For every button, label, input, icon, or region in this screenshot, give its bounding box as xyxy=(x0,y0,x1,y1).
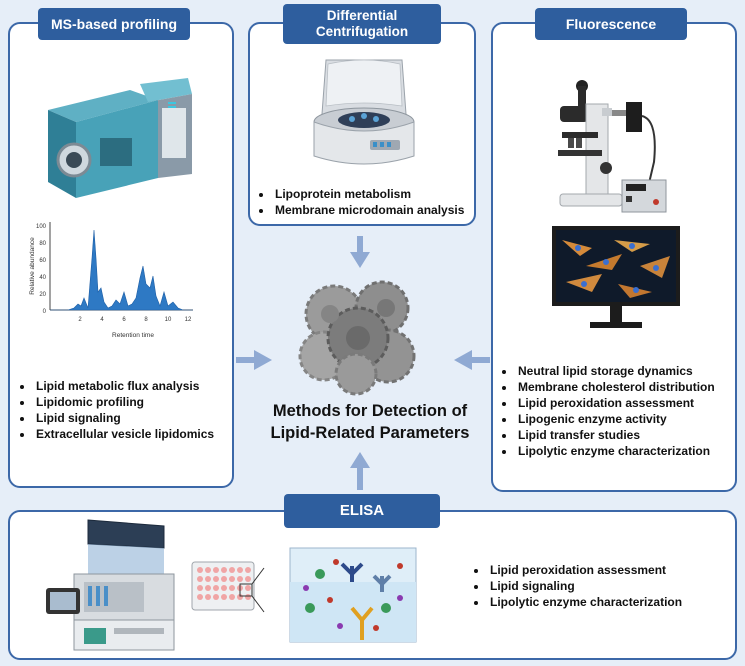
list-item: Lipid signaling xyxy=(34,410,244,426)
chromatogram-xlabel: Retention time xyxy=(112,332,154,339)
chromatogram: 100 80 60 40 20 0 2 4 6 8 10 12 Retentio… xyxy=(29,222,193,339)
list-item: Lipidomic profiling xyxy=(34,394,244,410)
list-item: Membrane microdomain analysis xyxy=(273,202,491,218)
dc-method-list: Lipoprotein metabolism Membrane microdom… xyxy=(257,186,491,218)
chromatogram-trace xyxy=(50,229,193,311)
monitor-illustration xyxy=(552,226,680,328)
chromatogram-ylabel: Relative abundance xyxy=(29,237,36,295)
chromatogram-ytick: 60 xyxy=(39,258,46,264)
arrow-up-icon xyxy=(350,452,370,490)
list-item: Lipid metabolic flux analysis xyxy=(34,378,244,394)
chromatogram-xtick: 2 xyxy=(78,317,82,323)
chromatogram-ytick: 80 xyxy=(39,241,46,247)
list-item: Lipolytic enzyme characterization xyxy=(516,443,745,459)
dc-title-line: Centrifugation xyxy=(315,24,409,39)
arrow-right-icon xyxy=(236,350,272,370)
centrifuge-illustration xyxy=(313,59,415,165)
dc-title-line: Differential xyxy=(326,8,398,23)
antibody-well-illustration xyxy=(289,547,417,643)
list-item: Lipid peroxidation assessment xyxy=(488,562,744,578)
center-title-line: Lipid-Related Parameters xyxy=(270,424,470,442)
microplate-illustration xyxy=(191,561,265,613)
chromatogram-xtick: 4 xyxy=(100,317,104,323)
list-item: Membrane cholesterol distribution xyxy=(516,379,745,395)
list-item: Extracellular vesicle lipidomics xyxy=(34,426,244,442)
ms-title-tag: MS-based profiling xyxy=(38,8,190,40)
arrow-down-icon xyxy=(350,236,370,268)
list-item: Neutral lipid storage dynamics xyxy=(516,363,745,379)
cell-cluster-illustration xyxy=(298,280,416,396)
dc-title-tag: Differential Centrifugation xyxy=(283,4,441,44)
mass-spectrometer-illustration xyxy=(48,78,192,198)
arrow-left-icon xyxy=(454,350,490,370)
fluorescence-title-tag: Fluorescence xyxy=(535,8,687,40)
elisa-method-list: Lipid peroxidation assessment Lipid sign… xyxy=(472,562,744,610)
elisa-analyzer-illustration xyxy=(46,519,175,651)
chromatogram-ytick: 0 xyxy=(43,309,47,315)
chromatogram-ytick: 40 xyxy=(39,275,46,281)
list-item: Lipid signaling xyxy=(488,578,744,594)
fluorescence-method-list: Neutral lipid storage dynamics Membrane … xyxy=(500,363,745,459)
list-item: Lipoprotein metabolism xyxy=(273,186,491,202)
list-item: Lipolytic enzyme characterization xyxy=(488,594,744,610)
fluorescence-microscope-illustration xyxy=(558,80,667,213)
ms-method-list: Lipid metabolic flux analysis Lipidomic … xyxy=(18,378,244,442)
list-item: Lipid transfer studies xyxy=(516,427,745,443)
list-item: Lipogenic enzyme activity xyxy=(516,411,745,427)
chromatogram-xtick: 6 xyxy=(122,317,126,323)
list-item: Lipid peroxidation assessment xyxy=(516,395,745,411)
elisa-title-tag: ELISA xyxy=(284,494,440,528)
chromatogram-xtick: 12 xyxy=(185,317,192,323)
center-title-line: Methods for Detection of xyxy=(272,402,468,420)
chromatogram-ytick: 100 xyxy=(36,224,47,230)
chromatogram-xtick: 10 xyxy=(165,317,172,323)
chromatogram-xtick: 8 xyxy=(144,317,148,323)
center-title: Methods for Detection of Lipid-Related P… xyxy=(230,400,510,444)
chromatogram-ytick: 20 xyxy=(39,292,46,298)
